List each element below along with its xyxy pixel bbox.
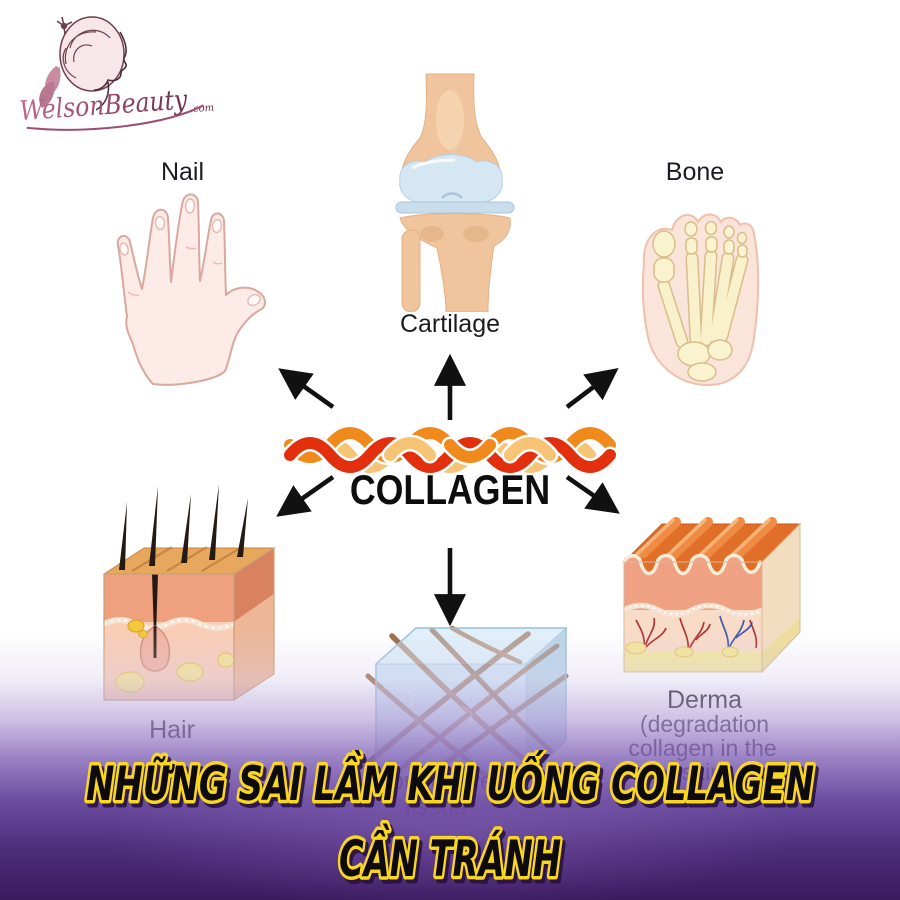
- woman-profile-icon: [39, 16, 127, 111]
- knuckle-lines: [127, 246, 223, 296]
- hand-illustration: [116, 193, 266, 386]
- collagen-center-label: COLLAGEN: [349, 466, 551, 513]
- welsonbeauty-logo: WelsonBeauty .com: [19, 16, 215, 131]
- bone-label: Bone: [665, 158, 725, 186]
- knee-joint-illustration: [395, 73, 515, 312]
- cartilage-label: Cartilage: [399, 310, 501, 338]
- cartilage-cap: [399, 154, 503, 209]
- metatarsal-bones: [657, 249, 749, 349]
- banner-line2: CẦN TRÁNH: [336, 820, 565, 892]
- hand-silhouette: [116, 193, 266, 386]
- tibia-bone: [399, 213, 511, 312]
- toe-bones: [652, 220, 748, 382]
- foot-bones-illustration: [641, 213, 760, 387]
- arrow-upper-left-icon: [278, 368, 335, 409]
- hairs: [119, 484, 248, 570]
- hair-skin-block-illustration: [102, 484, 276, 702]
- fingernails: [119, 198, 261, 307]
- meniscus: [395, 201, 515, 214]
- banner-line1: NHỮNG SAI LẦM KHI UỐNG COLLAGEN: [83, 750, 818, 814]
- banner-line2-text: CẦN TRÁNH: [339, 823, 561, 888]
- radiating-arrows: [276, 353, 620, 627]
- collagen-fiber-braid: [283, 424, 617, 476]
- nail-label: Nail: [160, 158, 205, 186]
- fibula-bone: [401, 229, 421, 312]
- arrow-upper-right-icon: [565, 368, 619, 409]
- hair-label: Hair: [149, 716, 195, 744]
- arrow-lower-right-icon: [565, 475, 620, 514]
- logo-tld-text: .com: [190, 103, 215, 116]
- arrow-lower-left-icon: [276, 475, 335, 517]
- derma-skin-block-illustration: [622, 517, 802, 674]
- derma-sublabel-line1: (degradation: [639, 711, 770, 737]
- banner-line1-text: NHỮNG SAI LẦM KHI UỐNG COLLAGEN: [86, 751, 814, 812]
